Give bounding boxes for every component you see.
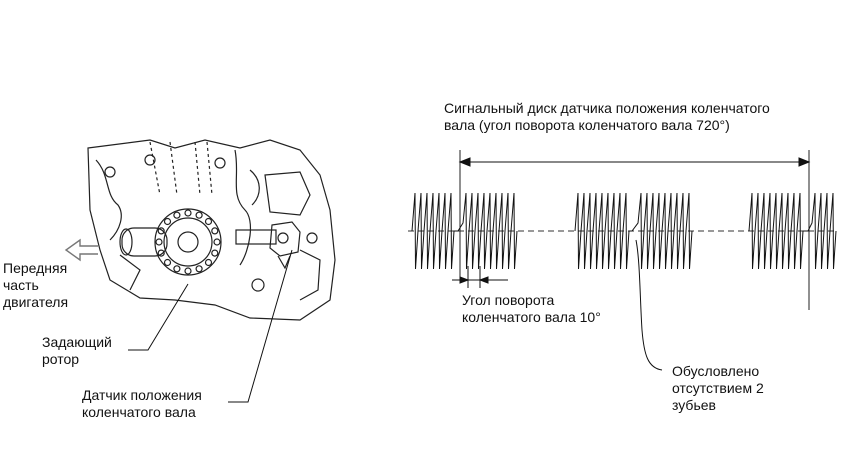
leader-lines-engine — [128, 249, 293, 403]
period-720-arrow — [458, 157, 811, 167]
gear-tooth — [163, 217, 172, 226]
signal-diagram — [408, 150, 838, 371]
label-tooth-angle: Угол поворота коленчатого вала 10° — [462, 292, 601, 325]
gear-tooth — [195, 265, 203, 273]
label-missing-teeth: Обусловлено отсутствием 2 зубьев — [672, 363, 764, 413]
gear-tooth — [163, 258, 172, 267]
gear-tooth — [155, 238, 163, 246]
gear-tooth — [157, 227, 165, 235]
gear-tooth — [195, 211, 203, 219]
gear-tooth — [213, 238, 221, 246]
label-crank-sensor: Датчик положения коленчатого вала — [82, 387, 202, 420]
crank-position-sensor — [235, 221, 301, 270]
timing-rotor-gear — [154, 208, 222, 276]
signal-tooth-burst — [574, 192, 693, 270]
tooth-10deg-dimension — [452, 266, 508, 288]
missing-teeth-leader — [635, 239, 663, 371]
gear-tooth — [173, 265, 181, 273]
label-engine-front: Передняя часть двигателя — [3, 260, 69, 310]
gear-tooth — [157, 249, 165, 257]
gear-tooth — [173, 211, 181, 219]
signal-tooth-burst — [411, 192, 518, 270]
front-arrow-icon — [64, 238, 98, 262]
label-signal-disk-title: Сигнальный диск датчика положения коленч… — [444, 100, 770, 133]
gear-tooth — [211, 227, 219, 235]
signal-tooth-burst — [748, 192, 837, 270]
gear-tooth — [204, 217, 213, 226]
gear-tooth — [184, 267, 192, 275]
engine-illustration — [64, 139, 336, 321]
label-timing-rotor: Задающий ротор — [42, 334, 112, 367]
gear-tooth — [184, 209, 192, 217]
gear-tooth — [204, 258, 213, 267]
signal-waveform — [411, 192, 837, 270]
gear-tooth — [211, 249, 219, 257]
